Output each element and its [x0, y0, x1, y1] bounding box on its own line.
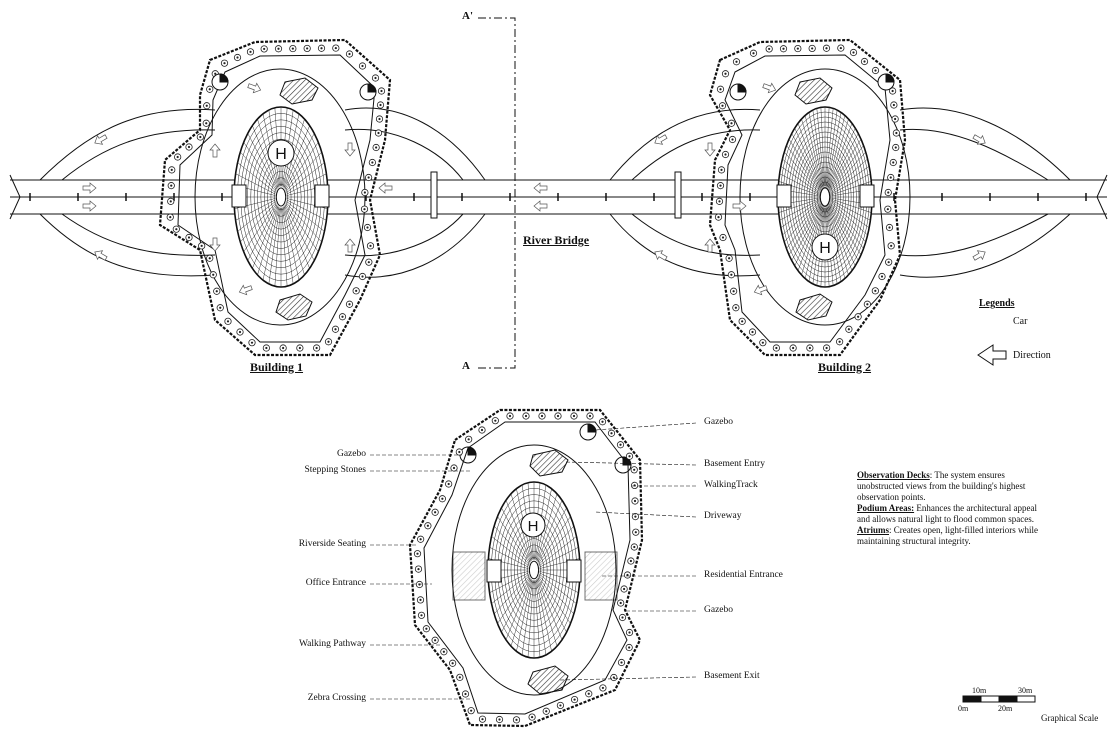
note-text: Enhances the architectural appeal and al…	[857, 503, 1038, 524]
driveway-ring-building-2	[739, 68, 911, 326]
section-marker-bottom: A	[462, 360, 470, 372]
driveway-ring-building-1	[194, 68, 366, 326]
ramps-building-1	[39, 107, 486, 278]
helipad-icon: H	[520, 512, 546, 538]
callout-basement-entry: Basement Entry	[704, 459, 765, 469]
site-boundary-building-1	[158, 38, 392, 357]
callout-leader-lines	[370, 422, 697, 700]
callout-driveway: Driveway	[704, 511, 742, 521]
basement-ramp-hatches	[275, 77, 833, 695]
tower-dome-bottom-plan	[487, 481, 581, 659]
helipad-icon: H	[811, 233, 839, 261]
bridge-piers	[430, 171, 682, 219]
entrance-blocks	[231, 184, 875, 583]
legend-title: Legends	[979, 298, 1015, 309]
gazebo-icons	[211, 73, 895, 474]
scale-tick-10m: 10m	[972, 686, 987, 695]
river-bridge-title: River Bridge	[523, 233, 590, 247]
note-term: Observation Decks	[857, 470, 930, 480]
site-boundary-bottom-plan	[408, 408, 644, 728]
note-text: Creates open, light-filled interiors whi…	[857, 525, 1038, 546]
scale-tick-30m: 30m	[1018, 686, 1033, 695]
legend-item-car: Car	[1013, 316, 1028, 327]
note-sep: :	[929, 470, 933, 480]
direction-arrow-icon	[977, 344, 1007, 366]
callout-office-entrance: Office Entrance	[305, 578, 366, 588]
note-text: The system ensures unobstructed views fr…	[857, 470, 1026, 502]
tower-dome-building-1	[233, 106, 329, 288]
callout-basement-exit: Basement Exit	[704, 671, 760, 681]
building-1-title: Building 1	[250, 360, 304, 374]
note-podium-areas: Podium Areas: Enhances the architectural…	[857, 503, 1047, 525]
landscape-trees-bottom	[413, 412, 640, 724]
section-line	[478, 17, 516, 369]
scale-title: Graphical Scale	[1041, 713, 1099, 723]
site-boundary-building-2	[708, 38, 907, 357]
callout-zebra-crossing: Zebra Crossing	[307, 693, 366, 703]
callout-gazebo-right-top: Gazebo	[704, 417, 734, 427]
callout-stepping-stones: Stepping Stones	[304, 465, 367, 475]
svg-text:H: H	[275, 146, 287, 163]
callout-gazebo-right-bottom: Gazebo	[704, 605, 734, 615]
scale-tick-0m: 0m	[958, 704, 969, 713]
note-term: Podium Areas:	[857, 503, 915, 513]
scale-tick-20m: 20m	[998, 704, 1013, 713]
ramps-building-2	[609, 107, 1071, 278]
svg-text:H: H	[528, 518, 539, 535]
note-term: Atriums	[857, 525, 889, 535]
direction-arrows	[82, 82, 986, 296]
legend-item-direction: Direction	[1013, 350, 1051, 361]
callout-walking-pathway: Walking Pathway	[298, 639, 366, 649]
callout-gazebo-left: Gazebo	[336, 449, 366, 459]
landscape-trees	[166, 44, 900, 352]
helipad-icon: H	[267, 139, 295, 167]
graphical-scale	[962, 695, 1036, 703]
note-atriums: Atriums: Creates open, light-filled inte…	[857, 525, 1047, 547]
note-observation-decks: Observation Decks: The system ensures un…	[857, 470, 1047, 503]
svg-text:H: H	[819, 240, 831, 257]
callout-residential-entrance: Residential Entrance	[704, 570, 783, 580]
section-marker-top: A'	[462, 10, 473, 22]
callout-walking-track: WalkingTrack	[704, 480, 758, 490]
building-2-title: Building 2	[818, 360, 872, 374]
callout-riverside-seating: Riverside Seating	[298, 539, 366, 549]
design-notes: Observation Decks: The system ensures un…	[857, 470, 1047, 547]
note-sep: :	[889, 525, 892, 535]
